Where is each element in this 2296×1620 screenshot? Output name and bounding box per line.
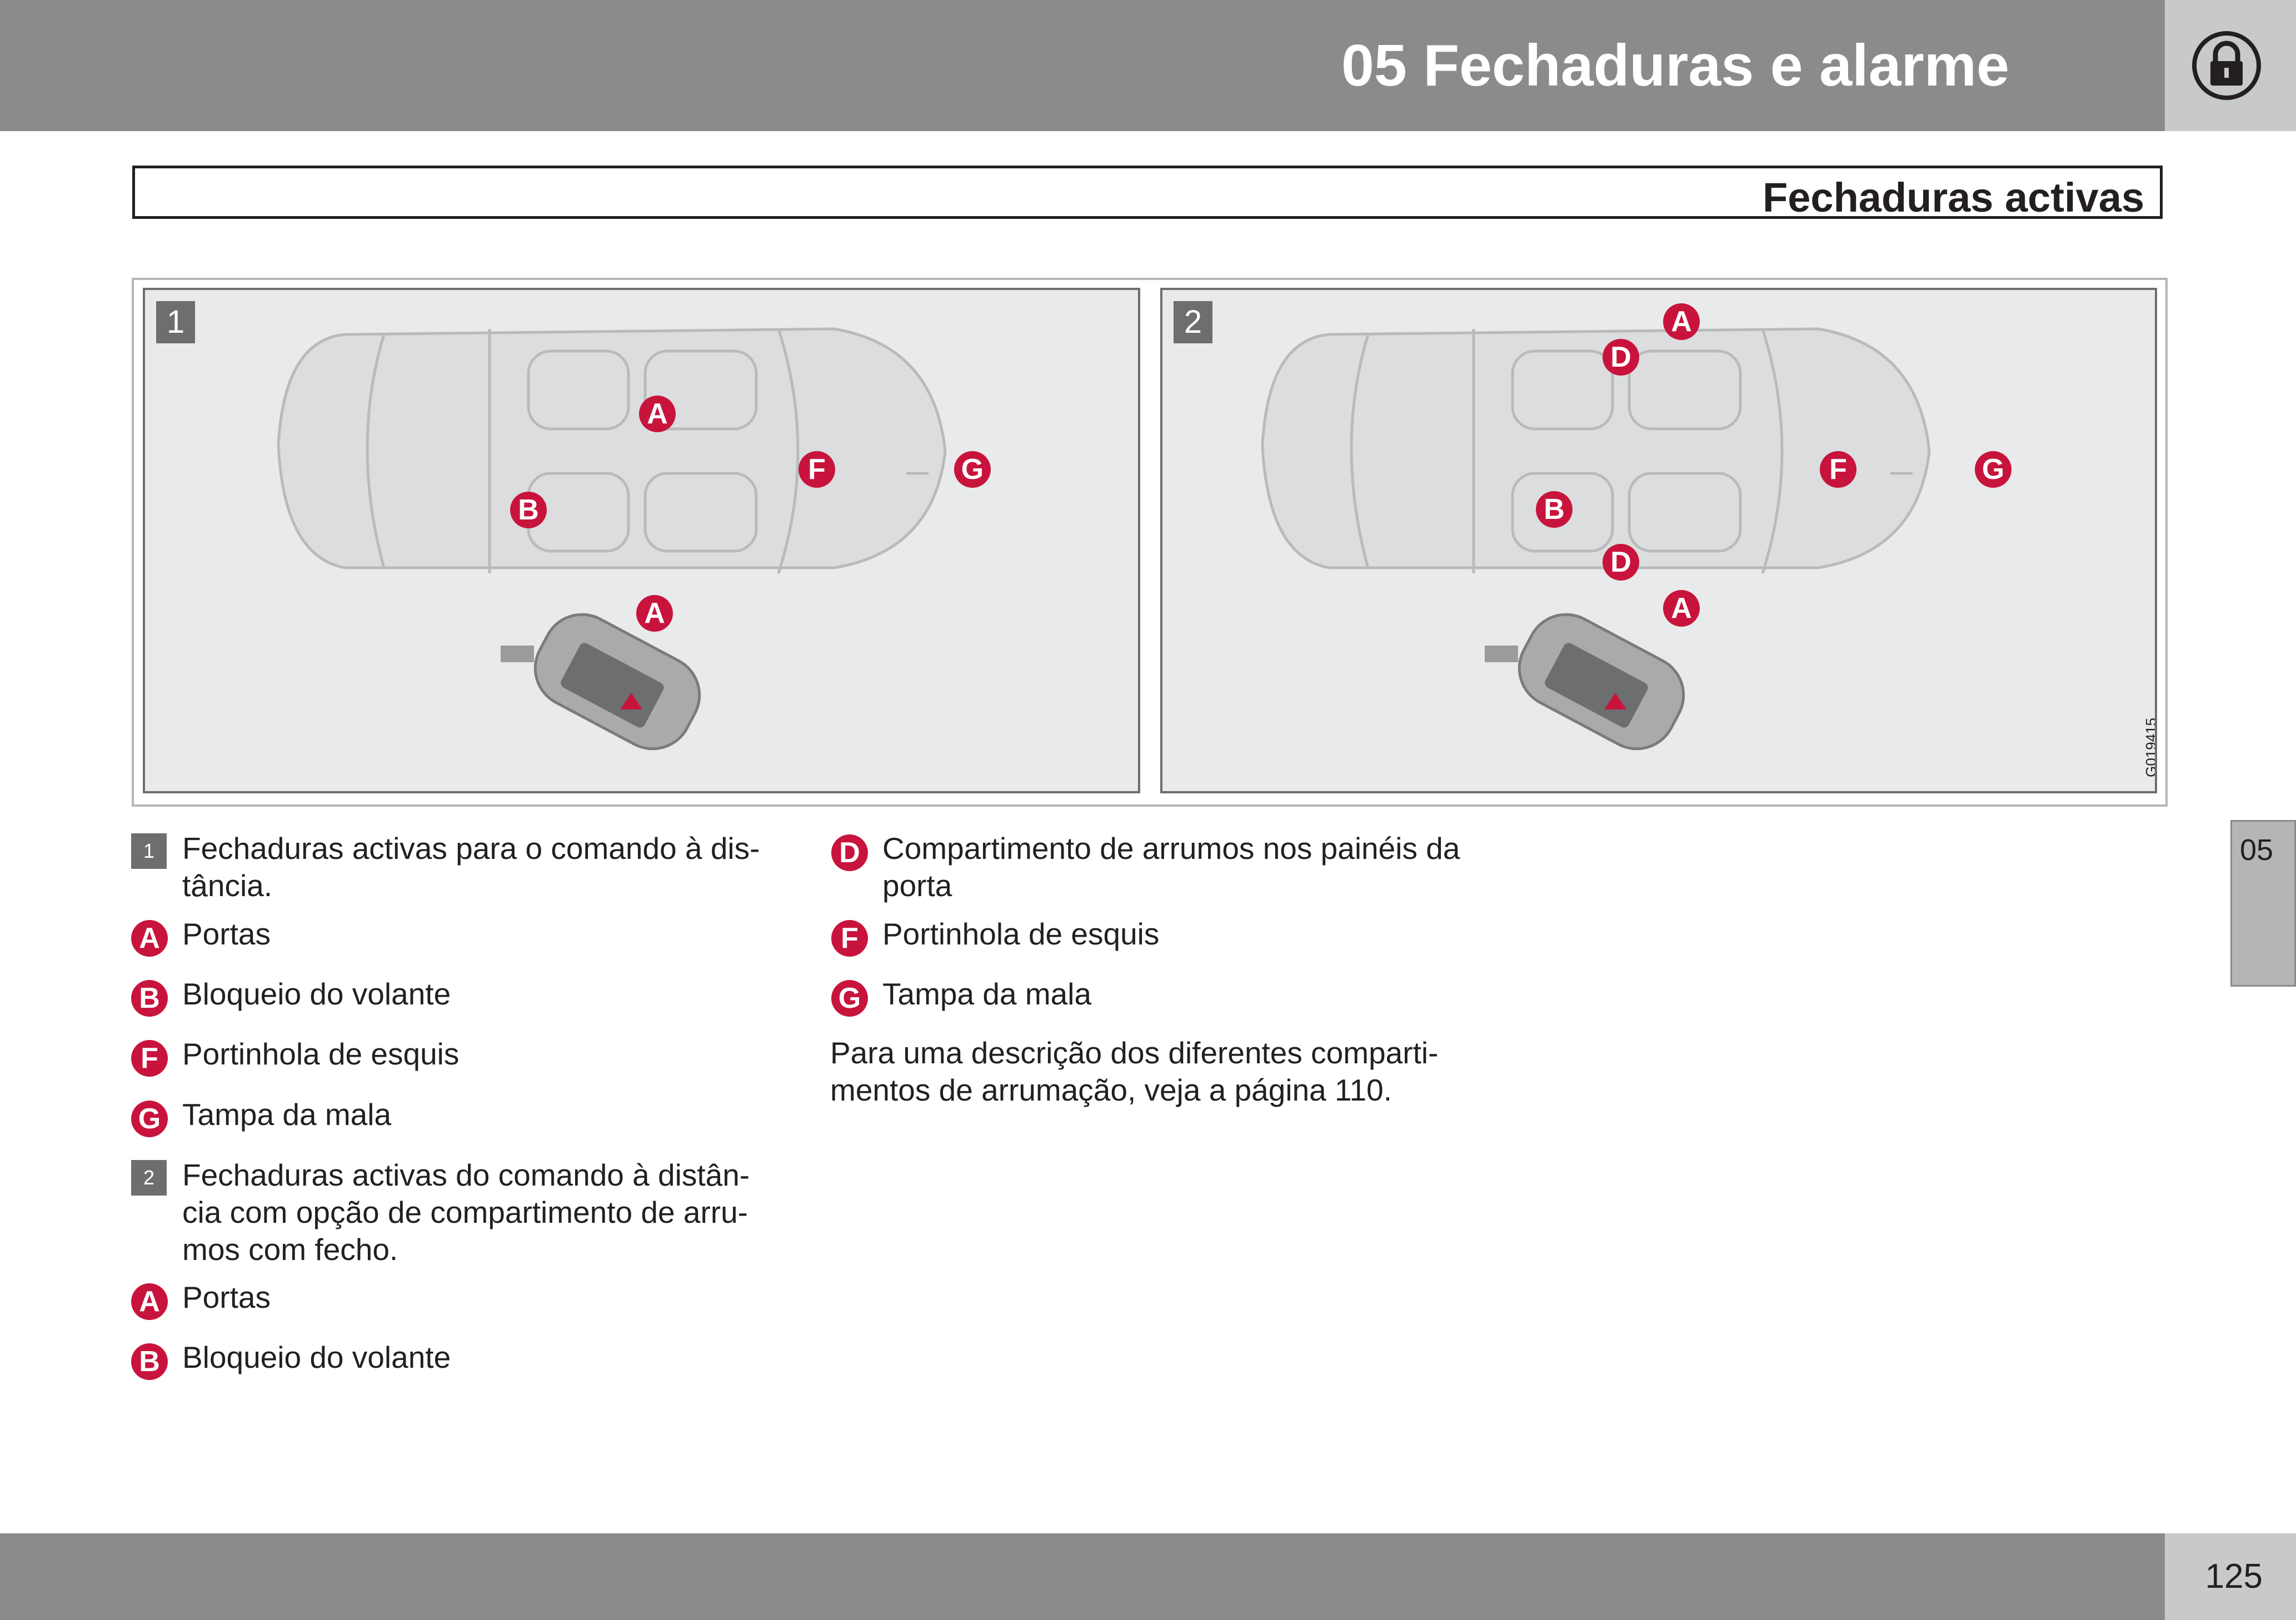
legend-item: 2 Fechaduras activas do comando à distân… — [131, 1157, 798, 1273]
figure-code: G019415 — [2143, 718, 2157, 777]
legend-item: G Tampa da mala — [831, 976, 1554, 1020]
page-number: 125 — [2205, 1557, 2263, 1596]
legend-item: G Tampa da mala — [131, 1096, 798, 1141]
marker-a-bottom: A — [636, 595, 673, 632]
legend-item: D Compartimento de arrumos nos painéis d… — [831, 830, 1554, 908]
section-title: Fechaduras activas — [1763, 174, 2144, 221]
marker-b: B — [1536, 491, 1573, 528]
marker-g: G — [1975, 451, 2012, 488]
marker-g: G — [954, 451, 991, 488]
car-top-view-illustration — [1261, 327, 1931, 751]
figure-panel-2: 2 A D B F G D A G019415 — [1160, 288, 2157, 793]
legend-item: F Portinhola de esquis — [131, 1036, 798, 1080]
legend-text: Fechaduras activas para o comando à dis-… — [182, 831, 760, 903]
legend-item: B Bloqueio do volante — [131, 976, 798, 1020]
square-marker: 1 — [131, 833, 167, 869]
chapter-side-tab: 05 — [2230, 820, 2296, 987]
figure-panel-1: 1 A B F G A — [143, 288, 1140, 793]
legend-item: F Portinhola de esquis — [831, 916, 1554, 960]
section-title-box: Fechaduras activas — [132, 166, 2163, 221]
square-marker: 2 — [131, 1160, 167, 1196]
chapter-side-tab-label: 05 — [2240, 833, 2274, 867]
marker-d-top: D — [1603, 339, 1639, 376]
legend-item: B Bloqueio do volante — [131, 1339, 798, 1383]
marker-a-top: A — [639, 396, 676, 432]
marker-f: F — [1820, 451, 1856, 488]
legend-item: A Portas — [131, 1279, 798, 1323]
marker-b: B — [510, 492, 547, 528]
legend-text: Compartimento de arrumos nos painéis da … — [882, 831, 1460, 903]
legend-text: Fechaduras activas do comando à distân- … — [182, 1158, 750, 1267]
legend-item: A Portas — [131, 916, 798, 960]
footer-bar — [0, 1533, 2165, 1620]
page-number-tab: 125 — [2165, 1533, 2296, 1620]
marker-d-bottom: D — [1603, 544, 1639, 581]
marker-f: F — [798, 451, 835, 488]
legend-item: 1 Fechaduras activas para o comando à di… — [131, 830, 798, 908]
header-bar: 05 Fechaduras e alarme — [0, 0, 2165, 131]
body-paragraph: Para uma descrição dos diferentes compar… — [830, 1036, 1439, 1107]
panel-number-badge: 1 — [156, 301, 195, 343]
panel-number-badge: 2 — [1174, 301, 1212, 343]
marker-a-bottom: A — [1663, 590, 1700, 627]
marker-a-top: A — [1663, 303, 1700, 340]
padlock-icon — [2192, 31, 2261, 100]
car-top-view-illustration — [277, 327, 947, 751]
chapter-title: 05 Fechaduras e alarme — [1341, 33, 2009, 98]
